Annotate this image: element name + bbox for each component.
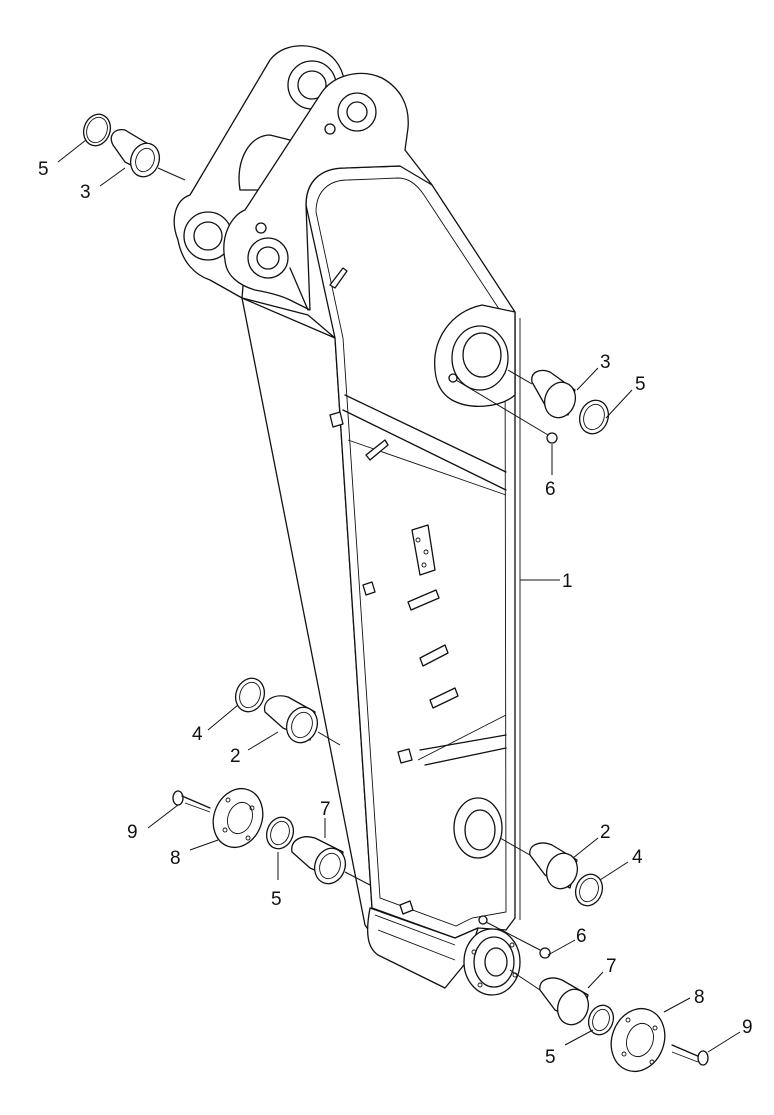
upper-pin-boss	[434, 304, 516, 407]
bushing-part-left-7	[291, 836, 371, 886]
grease-fitting-lower	[485, 921, 551, 959]
callout-5-bottom: 5	[545, 1047, 556, 1068]
ring-part-left-4	[234, 677, 266, 713]
callout-6-upper: 6	[545, 479, 556, 500]
callout-7-right: 7	[606, 956, 617, 977]
callout-3-top-left: 3	[80, 182, 91, 203]
callout-4-right: 4	[632, 847, 643, 868]
plate-part-left	[212, 787, 264, 849]
callout-9-left: 9	[127, 822, 138, 843]
callout-6-lower: 6	[576, 926, 587, 947]
arm-clips	[329, 267, 459, 915]
callout-9-right: 9	[742, 1017, 753, 1038]
callout-8-left: 8	[170, 848, 181, 869]
bolt-part-left	[172, 790, 211, 813]
ring-part-bottom	[587, 1004, 615, 1036]
ring-part-top-left	[82, 113, 112, 147]
bushing-part-top-left	[110, 129, 186, 181]
bushing-part-right-7	[509, 969, 590, 1026]
callout-5-top-left: 5	[38, 159, 49, 180]
callout-4-left: 4	[192, 724, 203, 745]
callout-3-right: 3	[600, 352, 611, 373]
bushing-part-upper-right	[507, 369, 577, 419]
callout-8-right: 8	[694, 987, 705, 1008]
bushing-part-left-2	[263, 695, 341, 746]
bolt-part-right	[671, 1044, 709, 1066]
ring-part-lower-left	[265, 816, 295, 850]
callout-7-left: 7	[320, 799, 331, 820]
plate-part-right	[610, 1007, 666, 1073]
callout-labels: 5 3 3 5 6 1 4 2 9 8 7 5 2 4 6 7 8 9 5	[38, 159, 753, 1068]
ring-part-right-4	[574, 873, 604, 907]
callout-2-left: 2	[230, 746, 241, 767]
ring-part-upper-right	[578, 399, 610, 435]
callout-5-lower-left: 5	[271, 889, 282, 910]
bottom-flange-boss	[463, 928, 521, 996]
callout-1: 1	[562, 571, 573, 592]
arm-head-bracket	[173, 45, 433, 339]
lower-pin-boss	[453, 797, 503, 925]
leader-lines	[57, 139, 741, 1053]
callout-5-right: 5	[635, 374, 646, 395]
callout-2-right: 2	[600, 822, 611, 843]
bushing-part-right-2	[499, 837, 579, 890]
grease-fitting-upper	[455, 379, 558, 444]
